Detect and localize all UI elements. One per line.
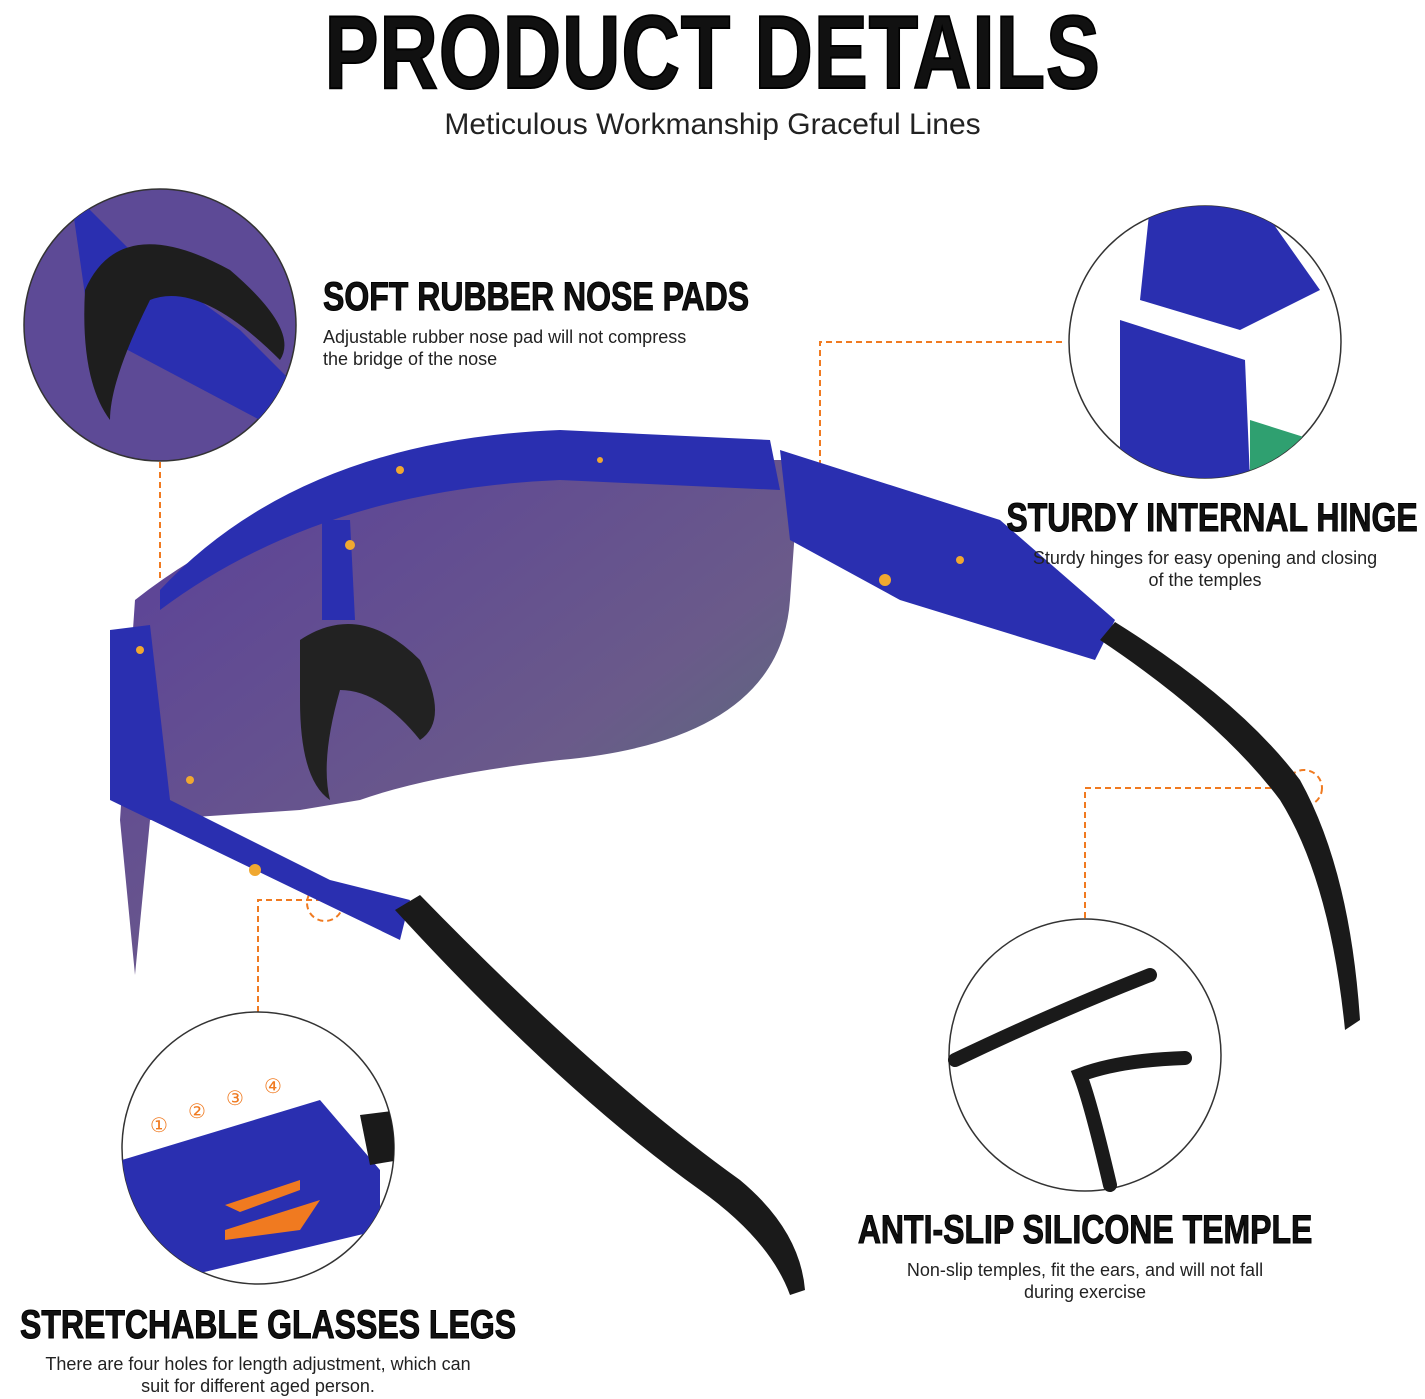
feature-desc-legs: There are four holes for length adjustme…: [45, 1354, 471, 1396]
stretch-closeup: [122, 1100, 394, 1284]
hole-mark-3: ③: [226, 1086, 244, 1110]
temple-closeup: [948, 968, 1192, 1192]
feature-desc-nose-pads: Adjustable rubber nose pad will not comp…: [323, 327, 687, 369]
sunglasses-image: [110, 430, 1360, 1295]
nose-pad-closeup: [70, 190, 290, 420]
hole-mark-4: ④: [264, 1074, 282, 1098]
feature-title-nose-pads: SOFT RUBBER NOSE PADS: [323, 275, 750, 320]
feature-desc-temple: Non-slip temples, fit the ears, and will…: [906, 1260, 1264, 1302]
feature-title-legs: STRETCHABLE GLASSES LEGS: [20, 1303, 517, 1348]
arrows-icon: [225, 1180, 320, 1240]
adjust-hole-numbers: ① ② ③ ④: [150, 1074, 282, 1137]
hole-mark-2: ②: [188, 1099, 206, 1123]
page-title: PRODUCT DETAILS: [324, 0, 1101, 112]
temple-detail-circle: [948, 918, 1222, 1192]
hole-mark-1: ①: [150, 1113, 168, 1137]
page-subtitle: Meticulous Workmanship Graceful Lines: [444, 108, 981, 141]
feature-title-hinge: STURDY INTERNAL HINGE: [1006, 496, 1418, 541]
feature-title-temple: ANTI-SLIP SILICONE TEMPLE: [857, 1208, 1313, 1253]
feature-desc-hinge: Sturdy hinges for easy opening and closi…: [1032, 548, 1378, 590]
